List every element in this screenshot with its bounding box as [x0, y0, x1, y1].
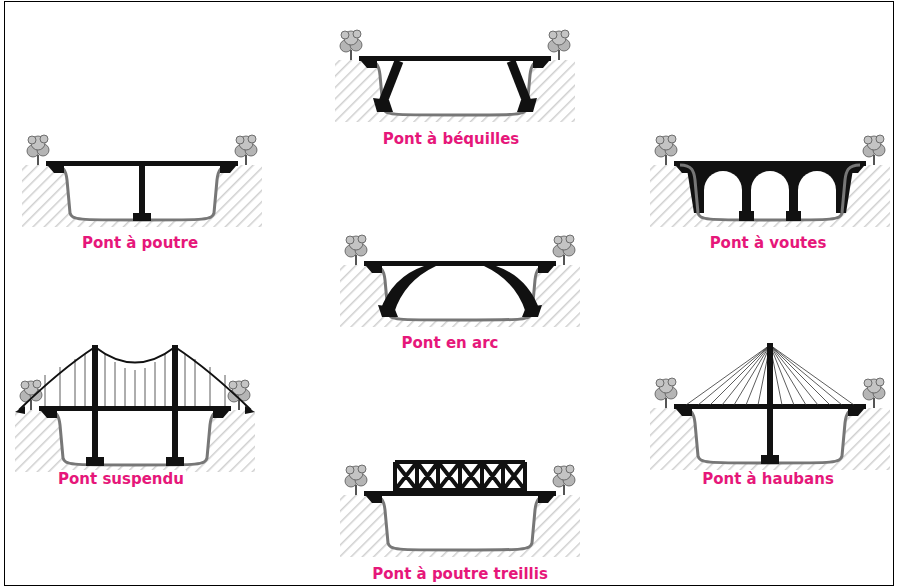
bridge-caption: Pont à poutre: [80, 234, 200, 252]
strut-bridge: [335, 30, 575, 122]
frame: [5, 2, 894, 586]
truss-bridge: [340, 462, 580, 557]
bridge-caption: Pont à voutes: [708, 234, 829, 252]
vault-bridge: [650, 135, 890, 227]
bridge-caption: Pont suspendu: [56, 470, 186, 488]
bridge-caption: Pont à béquilles: [381, 130, 522, 148]
bridge-caption: Pont en arc: [400, 334, 501, 352]
cable-stayed-bridge: [650, 343, 890, 470]
bridge-caption: Pont à poutre treillis: [370, 565, 550, 583]
arch-bridge: [340, 235, 580, 327]
bridge-caption: Pont à haubans: [700, 470, 836, 488]
suspension-bridge: [15, 345, 255, 472]
beam-bridge: [22, 135, 262, 227]
